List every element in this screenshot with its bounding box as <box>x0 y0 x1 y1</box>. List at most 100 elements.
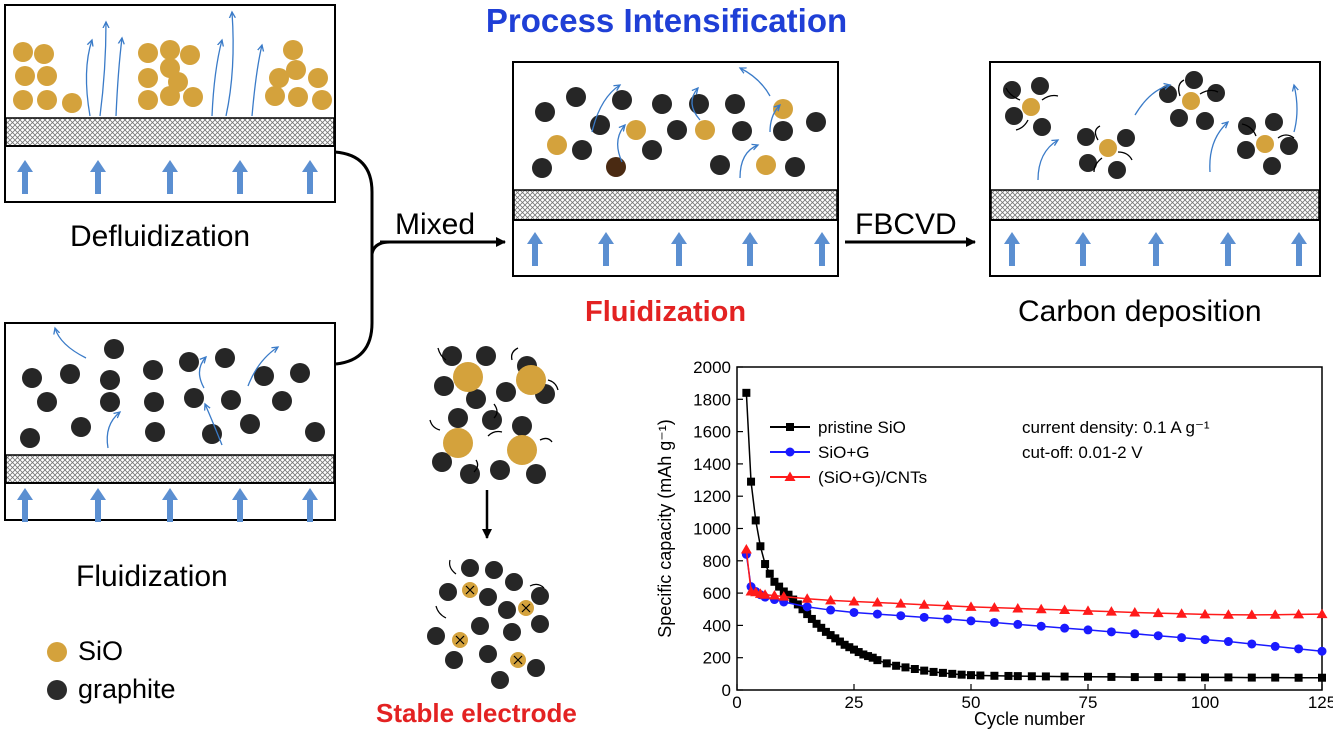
data-point <box>919 612 929 622</box>
data-point <box>988 602 1000 612</box>
data-point <box>742 388 751 397</box>
data-point <box>1318 673 1326 682</box>
data-point <box>871 596 883 607</box>
y-tick-label: 1800 <box>693 390 731 409</box>
data-point <box>1036 621 1046 631</box>
x-tick-label: 75 <box>1079 693 1098 712</box>
x-tick-label: 25 <box>845 693 864 712</box>
data-point <box>812 619 821 628</box>
data-point <box>775 582 784 591</box>
chart-annotation: current density: 0.1 A g⁻¹ <box>1022 418 1210 437</box>
data-point <box>892 661 901 670</box>
y-tick-label: 0 <box>722 681 731 700</box>
y-tick-label: 400 <box>703 616 731 635</box>
data-point <box>868 653 877 662</box>
data-point <box>770 577 779 586</box>
data-point <box>873 656 882 665</box>
data-point <box>826 631 835 640</box>
data-point <box>957 670 966 679</box>
data-point <box>826 605 836 615</box>
defluidization-bed <box>4 4 336 203</box>
data-point <box>821 627 830 636</box>
data-point <box>1293 608 1305 619</box>
data-point <box>751 516 760 525</box>
data-point <box>778 591 790 601</box>
electrode-before <box>429 346 559 484</box>
data-point <box>1060 672 1069 681</box>
legend-marker <box>784 471 796 481</box>
data-point <box>901 663 910 672</box>
y-tick-label: 800 <box>703 552 731 571</box>
legend-marker <box>785 447 795 457</box>
data-point <box>1013 619 1023 629</box>
data-point <box>1082 605 1094 615</box>
data-point <box>1222 609 1234 619</box>
data-point <box>1201 673 1209 682</box>
legend-label: (SiO+G)/CNTs <box>818 468 927 487</box>
data-point <box>1294 673 1303 682</box>
y-tick-label: 1200 <box>693 487 731 506</box>
sio-cnt-cluster <box>1003 77 1059 136</box>
legend-sio-label: SiO <box>78 636 124 666</box>
data-point <box>1004 671 1013 680</box>
data-point <box>943 614 953 624</box>
merge-connector <box>334 150 976 366</box>
data-point <box>1041 672 1050 681</box>
data-point <box>1177 633 1187 643</box>
data-point <box>1035 603 1047 614</box>
x-axis-label: Cycle number <box>974 709 1085 729</box>
data-point <box>1130 673 1139 682</box>
data-point <box>831 634 840 643</box>
data-point <box>1246 609 1258 619</box>
data-point <box>1153 631 1163 641</box>
data-point <box>1223 637 1233 647</box>
x-tick-label: 50 <box>962 693 981 712</box>
electrode-after <box>427 559 549 689</box>
data-point <box>942 600 954 610</box>
y-tick-label: 1600 <box>693 423 731 442</box>
data-point <box>1270 641 1280 651</box>
data-point <box>850 645 858 654</box>
legend-label: pristine SiO <box>818 418 906 437</box>
data-point <box>756 542 765 551</box>
data-point <box>896 611 906 621</box>
y-tick-label: 1400 <box>693 455 731 474</box>
data-point <box>882 659 891 668</box>
data-point <box>864 652 873 661</box>
data-point <box>802 602 812 612</box>
data-point <box>1106 627 1116 637</box>
data-point <box>1177 673 1186 682</box>
graphite-fluidization-label: Fluidization <box>76 560 228 593</box>
data-point <box>1105 606 1117 616</box>
data-point <box>801 593 813 603</box>
data-point <box>1129 606 1141 617</box>
data-point <box>967 671 975 680</box>
data-point <box>895 598 907 608</box>
data-point <box>965 601 977 611</box>
sio-cnt-cluster <box>1237 113 1298 175</box>
data-point <box>1154 673 1163 682</box>
legend-graphite-dot <box>47 680 67 700</box>
data-point <box>747 477 756 486</box>
data-point <box>848 595 860 606</box>
data-point <box>910 665 919 674</box>
data-point <box>920 666 929 675</box>
data-point <box>1083 625 1093 635</box>
data-point <box>768 590 780 600</box>
data-point <box>798 605 807 614</box>
data-point <box>784 590 793 599</box>
series-line-2 <box>745 549 1323 616</box>
data-point <box>990 671 999 680</box>
data-point <box>966 616 976 626</box>
data-point <box>1200 635 1210 645</box>
data-point <box>938 668 947 677</box>
x-tick-label: 100 <box>1191 693 1219 712</box>
data-point <box>1107 672 1116 681</box>
data-point <box>1152 607 1164 618</box>
data-point <box>1027 672 1036 681</box>
data-point <box>1059 604 1071 615</box>
mixed-arrow-label: Mixed <box>395 208 476 241</box>
fbcvd-arrow-label: FBCVD <box>855 208 957 241</box>
data-point <box>1060 623 1070 633</box>
